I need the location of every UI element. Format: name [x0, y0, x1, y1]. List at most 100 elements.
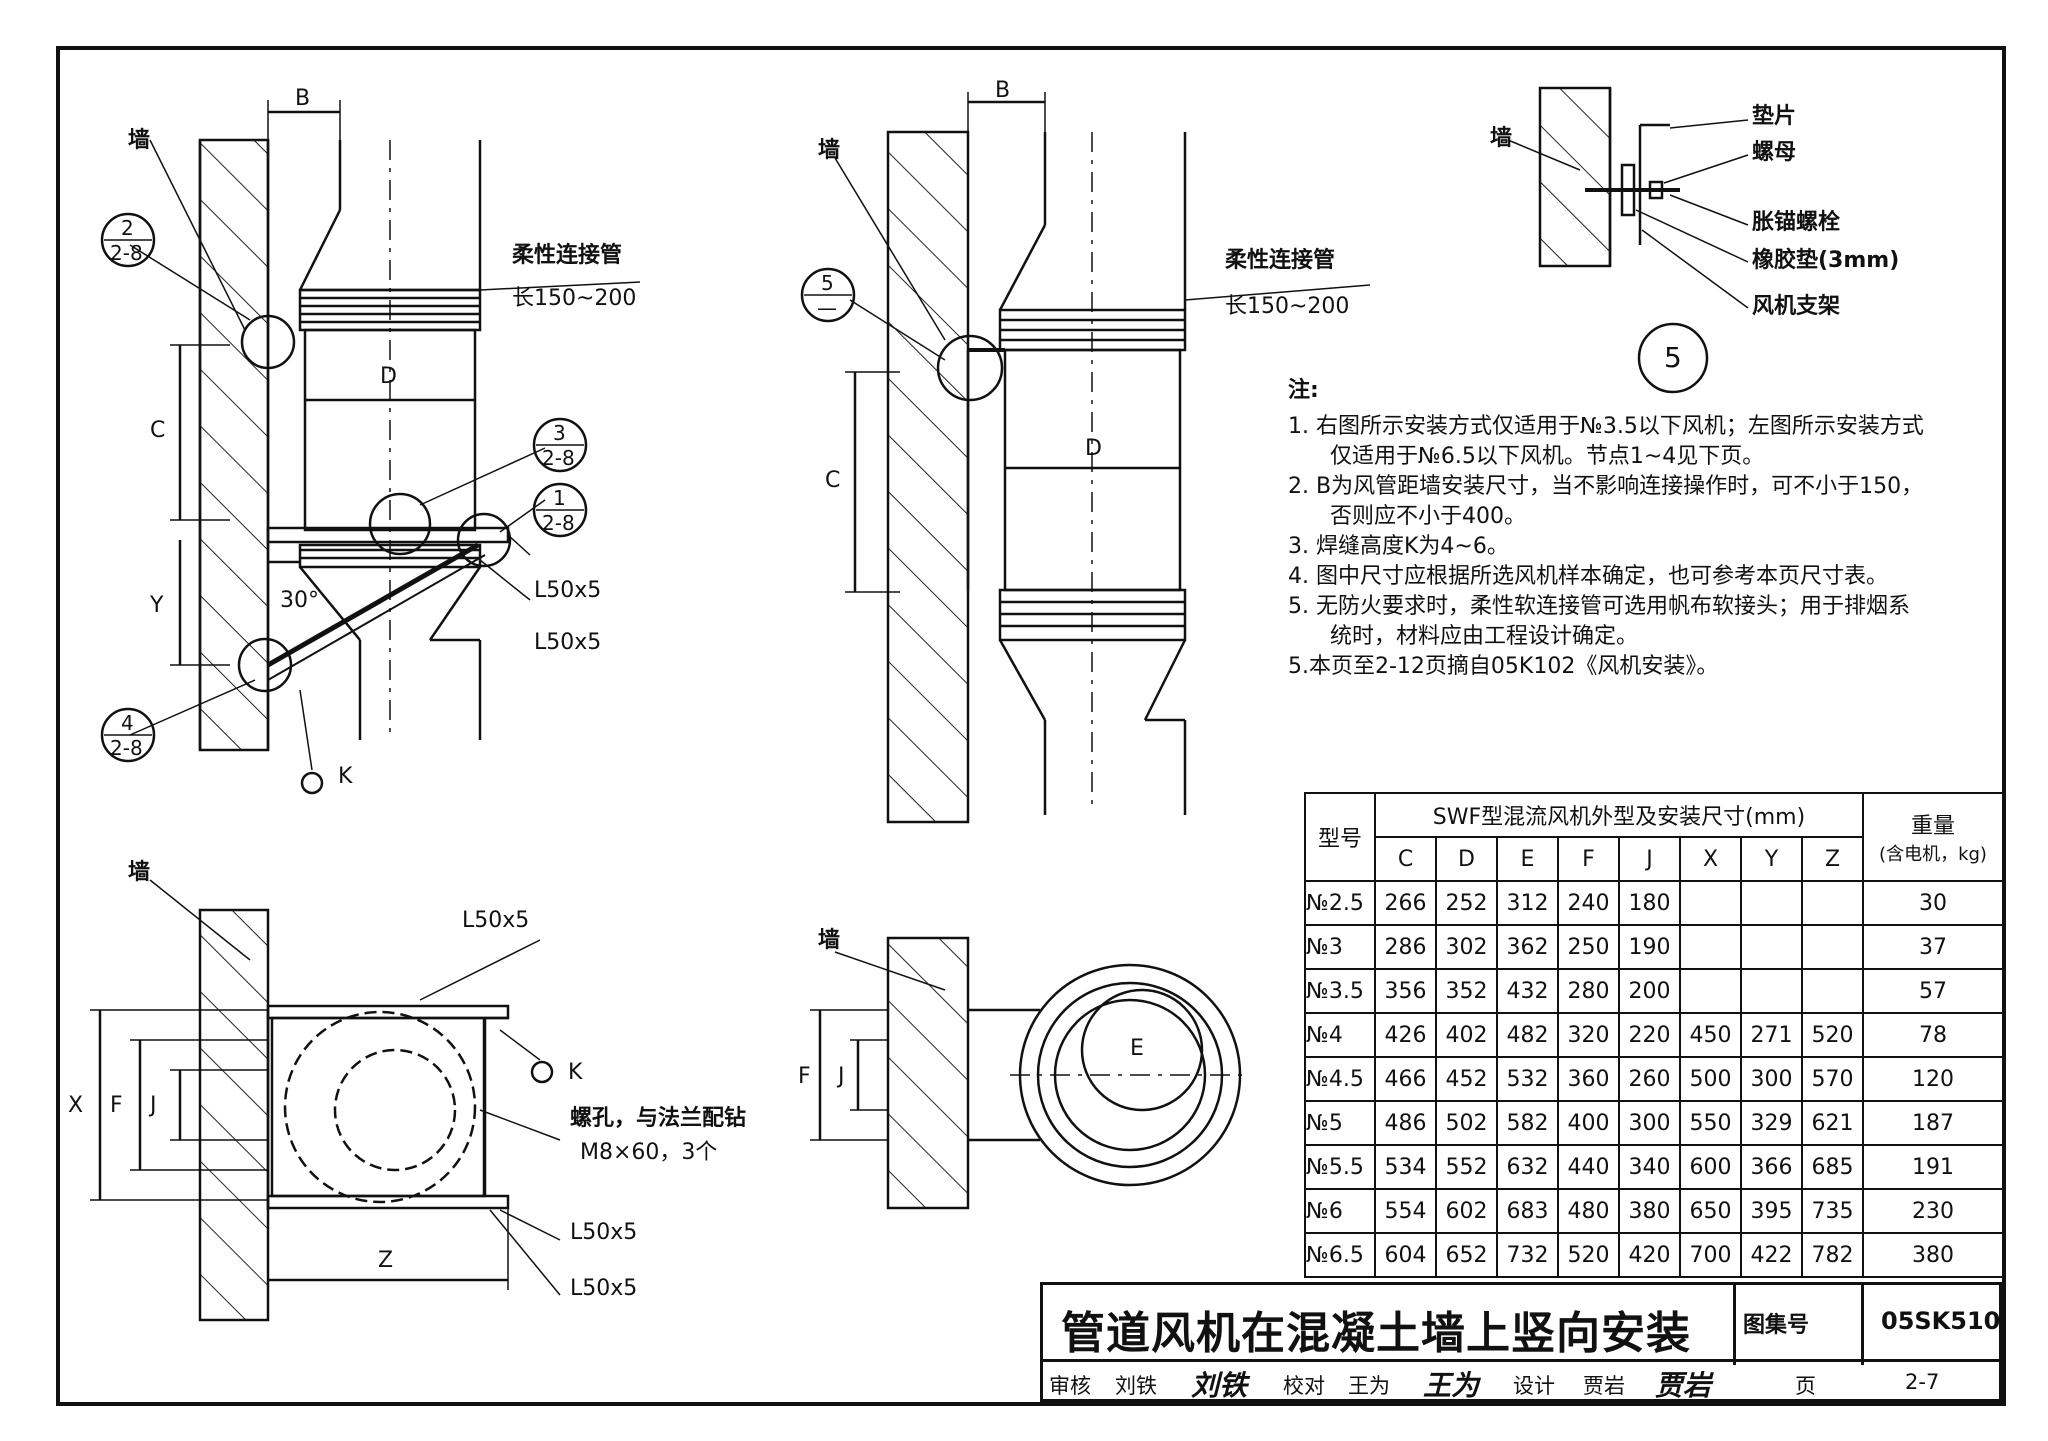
value-cell: 520 — [1801, 1012, 1864, 1058]
value-cell: 320 — [1557, 1012, 1620, 1058]
value-cell — [1740, 968, 1803, 1014]
value-cell: 600 — [1679, 1144, 1742, 1190]
value-cell: 650 — [1679, 1188, 1742, 1234]
title-block-main: 管道风机在混凝土墙上竖向安装 图集号 05SK510 — [1040, 1282, 2002, 1365]
note-item-5: 5. 无防火要求时，柔性软连接管可选用帆布软接头；用于排烟系统时，材料应由工程设… — [1288, 594, 1911, 649]
value-cell: 732 — [1496, 1232, 1559, 1278]
angle-steel-label-2: L50x5 — [534, 630, 602, 655]
atlas-number: 05SK510 — [1881, 1307, 2001, 1335]
model-cell: №3.5 — [1304, 968, 1376, 1014]
weight-cell: 230 — [1862, 1188, 2004, 1234]
dim-B-right: B — [995, 78, 1011, 103]
plan-left — [90, 879, 561, 1322]
flex-pipe-label-2: 柔性连接管 — [1225, 248, 1336, 273]
column-header-F: F — [1557, 836, 1620, 882]
weight-header: 重量(含电机，kg) — [1862, 792, 2004, 882]
value-cell — [1801, 924, 1864, 970]
page-label: 页 — [1795, 1374, 1816, 1398]
dim-C-left: C — [150, 418, 166, 443]
elevation-right — [834, 92, 1371, 824]
model-cell: №3 — [1304, 924, 1376, 970]
wall-label-2: 墙 — [818, 138, 841, 163]
angle-steel-label-5: L50x5 — [570, 1276, 638, 1301]
value-cell: 380 — [1618, 1188, 1681, 1234]
wall-label-5: 墙 — [1490, 126, 1513, 151]
note-item-2: 2. B为风管距墙安装尺寸，当不影响连接操作时，可不小于150，否则应不小于40… — [1288, 474, 1924, 529]
model-cell: №4 — [1304, 1012, 1376, 1058]
value-cell: 452 — [1435, 1056, 1498, 1102]
angle-steel-label-1: L50x5 — [534, 578, 602, 603]
column-header-Y: Y — [1740, 836, 1803, 882]
value-cell: 240 — [1557, 880, 1620, 926]
dim-J-left: J — [150, 1093, 157, 1118]
value-cell: 329 — [1740, 1100, 1803, 1146]
designer-name: 贾岩 — [1583, 1374, 1625, 1398]
weight-cell: 37 — [1862, 924, 2004, 970]
checker-name: 王为 — [1348, 1374, 1390, 1398]
wall-label-4: 墙 — [818, 928, 841, 953]
ref-2-top: 2 — [121, 216, 134, 240]
reviewer-signature: 刘铁 — [1191, 1369, 1248, 1402]
value-cell: 220 — [1618, 1012, 1681, 1058]
title-block-signature-row: 审核 刘铁 刘铁 校对 王为 王为 设计 贾岩 贾岩 页 2-7 — [1040, 1362, 2002, 1402]
atlas-label: 图集号 — [1743, 1313, 1810, 1338]
dim-E: E — [1130, 1036, 1144, 1061]
plan-right — [810, 936, 1250, 1210]
value-cell: 552 — [1435, 1144, 1498, 1190]
value-cell: 360 — [1557, 1056, 1620, 1102]
value-cell: 652 — [1435, 1232, 1498, 1278]
reference-circles — [100, 212, 856, 763]
designer-signature: 贾岩 — [1655, 1369, 1712, 1402]
flex-len-label-1: 长150~200 — [512, 286, 637, 311]
flex-pipe-label-1: 柔性连接管 — [512, 243, 623, 268]
value-cell: 271 — [1740, 1012, 1803, 1058]
ref-3-top: 3 — [553, 421, 566, 445]
detail-5 — [1507, 86, 1749, 394]
angle-30: 30° — [280, 588, 319, 613]
weight-cell: 30 — [1862, 880, 2004, 926]
notes-title: 注: — [1288, 378, 1319, 403]
title-divider-2 — [1861, 1285, 1864, 1365]
value-cell: 632 — [1496, 1144, 1559, 1190]
column-header-D: D — [1435, 836, 1498, 882]
dim-D-left: D — [380, 364, 397, 389]
value-cell: 252 — [1435, 880, 1498, 926]
weight-cell: 120 — [1862, 1056, 2004, 1102]
value-cell: 582 — [1496, 1100, 1559, 1146]
value-cell: 180 — [1618, 880, 1681, 926]
model-cell: №4.5 — [1304, 1056, 1376, 1102]
check-label: 校对 — [1283, 1374, 1325, 1398]
value-cell: 440 — [1557, 1144, 1620, 1190]
value-cell — [1679, 880, 1742, 926]
anchor-bolt-label: 胀锚螺栓 — [1752, 210, 1841, 235]
value-cell: 550 — [1679, 1100, 1742, 1146]
ref-5-bot: — — [817, 296, 837, 320]
dim-F-left: F — [110, 1093, 123, 1118]
value-cell: 532 — [1496, 1056, 1559, 1102]
elevation-left — [129, 100, 641, 795]
dim-B-left: B — [295, 86, 311, 111]
dim-Y-left: Y — [150, 593, 164, 618]
title-divider-1 — [1733, 1285, 1736, 1365]
value-cell: 190 — [1618, 924, 1681, 970]
flex-len-label-2: 长150~200 — [1225, 294, 1350, 319]
value-cell: 700 — [1679, 1232, 1742, 1278]
model-cell: №2.5 — [1304, 880, 1376, 926]
dim-J-right: J — [838, 1064, 845, 1089]
weight-cell: 78 — [1862, 1012, 2004, 1058]
value-cell: 735 — [1801, 1188, 1864, 1234]
dim-D-right: D — [1085, 436, 1102, 461]
model-cell: №6 — [1304, 1188, 1376, 1234]
model-header: 型号 — [1304, 792, 1376, 882]
value-cell: 782 — [1801, 1232, 1864, 1278]
value-cell — [1679, 968, 1742, 1014]
weight-cell: 380 — [1862, 1232, 2004, 1278]
value-cell — [1740, 880, 1803, 926]
